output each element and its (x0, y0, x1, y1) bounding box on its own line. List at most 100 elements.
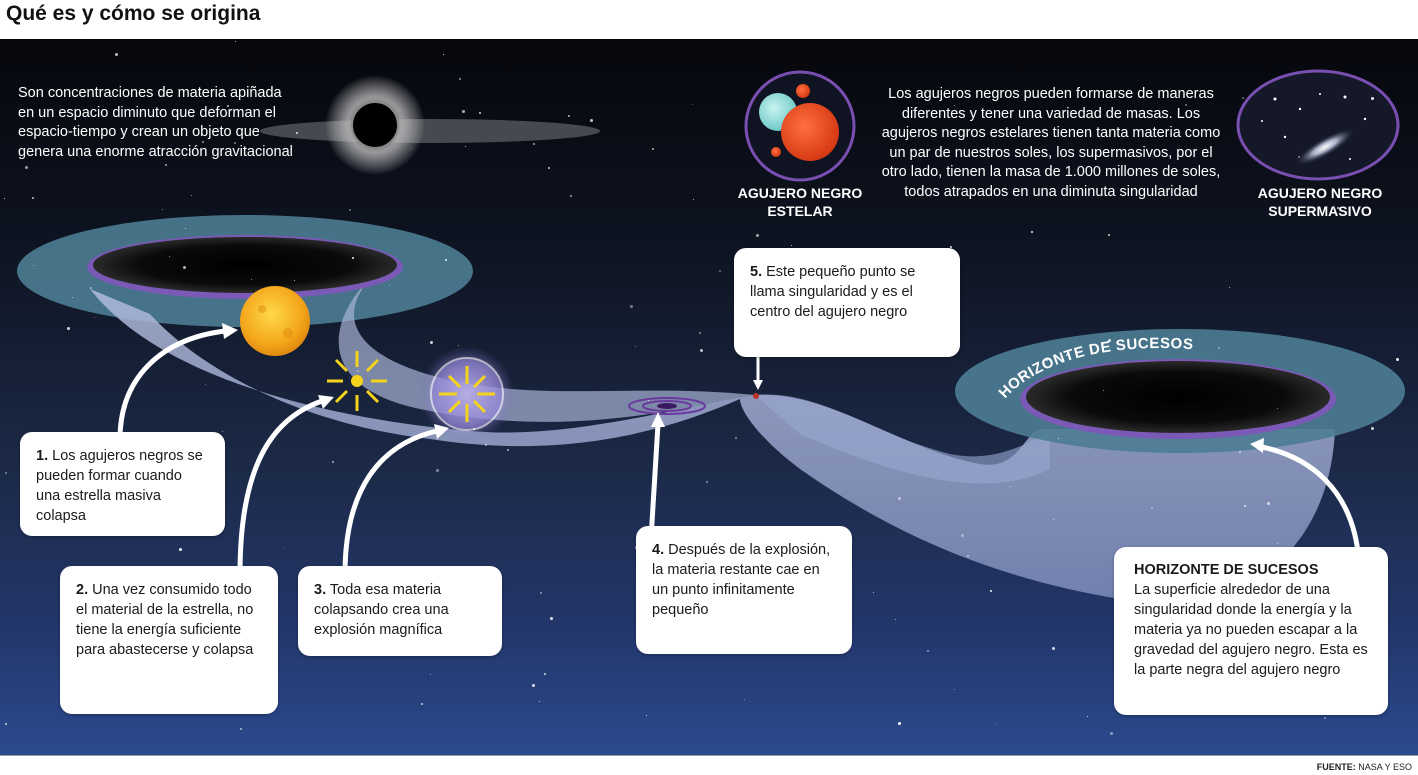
star-dot (1087, 716, 1088, 717)
arrow-step-3 (342, 428, 440, 577)
star-dot (1244, 505, 1246, 507)
intro-text: Son concentraciones de materia apiñada e… (18, 85, 293, 160)
star-dot (1185, 104, 1187, 106)
stellar-label: AGUJERO NEGRO ESTELAR (737, 185, 863, 219)
star-dot (967, 555, 969, 557)
star-dot (630, 305, 633, 308)
star-dot (570, 195, 572, 197)
star-dot (735, 437, 737, 439)
star-dot (465, 146, 466, 147)
star-dot (458, 345, 459, 346)
star-dot (1103, 390, 1104, 391)
star-dot (1031, 231, 1033, 233)
star-dot (430, 674, 431, 675)
star-dot (169, 256, 170, 257)
star-dot (284, 548, 285, 549)
star-dot (873, 592, 874, 593)
star-dot (485, 444, 487, 446)
star-dot (349, 209, 351, 211)
star-dot (332, 461, 334, 463)
star-dot (1371, 97, 1374, 100)
star-dot (222, 431, 223, 432)
step-number: 5. (750, 264, 763, 280)
star-dot (544, 673, 546, 675)
step-2-box: 2. Una vez consumido todo el material de… (60, 566, 278, 714)
star-dot (1337, 207, 1339, 209)
arrow-heads (222, 323, 1264, 453)
singularity-point (753, 393, 759, 399)
star-dot (251, 279, 252, 280)
star-dot (165, 164, 167, 166)
star-dot (94, 317, 95, 318)
star-dot (5, 472, 7, 474)
star-dot (33, 265, 34, 266)
star-dot (590, 119, 593, 122)
step-1-box: 1. Los agujeros negros se pueden formar … (20, 432, 225, 536)
explosion-arrows-icon (439, 366, 495, 422)
star-dot (1110, 732, 1113, 735)
star-dot (1010, 486, 1011, 487)
star-dot (357, 370, 359, 372)
star-dot (266, 332, 267, 333)
step-number: 4. (652, 542, 665, 558)
star-dot (162, 209, 163, 210)
star-dot (430, 341, 433, 344)
star-dot (1239, 451, 1241, 453)
star-dot (67, 327, 70, 330)
supermassive-label: AGUJERO NEGRO SUPERMASIVO (1257, 185, 1383, 219)
star-dot (1151, 507, 1153, 509)
star-dot (950, 246, 952, 248)
star-dot (898, 722, 901, 725)
star-sun-icon (240, 286, 310, 356)
star-dot (1058, 438, 1059, 439)
star-dot (32, 197, 34, 199)
star-dot (115, 53, 118, 56)
star-dot (352, 257, 354, 259)
star-dot (1043, 364, 1045, 366)
types-text: Los agujeros negros pueden formarse de m… (881, 86, 1221, 200)
star-dot (1052, 647, 1055, 650)
step-4-box: 4. Después de la explosión, la materia r… (636, 526, 852, 654)
star-dot (652, 148, 654, 150)
star-dot (1108, 339, 1111, 342)
star-dot (421, 703, 423, 705)
stellar-black-hole-icon (744, 70, 856, 182)
step-text: Este pequeño punto se llama singularidad… (750, 264, 916, 320)
star-dot (90, 287, 92, 289)
event-horizon-hole (1026, 361, 1330, 433)
star-dot (990, 590, 992, 592)
star-dot (540, 592, 542, 594)
star-dot (1371, 427, 1374, 430)
star-dot (706, 481, 708, 483)
step-text: Una vez consumido todo el material de la… (76, 582, 254, 658)
star-dot (1396, 358, 1399, 361)
star-dot (459, 78, 461, 80)
arrow-event-horizon (1259, 444, 1361, 555)
star-dot (1108, 234, 1110, 236)
star-dot (72, 297, 73, 298)
black-hole-illustration: HORIZONTE DE SUCESOS (17, 69, 1405, 605)
arrow-step-4 (648, 421, 661, 542)
star-dot (411, 148, 412, 149)
step-number: 2. (76, 582, 89, 598)
star-dot (1298, 156, 1300, 158)
star-dot (235, 41, 236, 42)
star-dot (227, 105, 229, 107)
funnel-fold-right (755, 394, 1050, 484)
star-dot (436, 469, 439, 472)
star-dot (389, 285, 390, 286)
page-title: Qué es y cómo se origina (6, 2, 261, 25)
star-dot (927, 650, 929, 652)
star-dot (995, 724, 996, 725)
accretion-flare (260, 119, 600, 143)
step-text: Después de la explosión, la materia rest… (652, 542, 831, 618)
star-dot (635, 346, 636, 347)
star-dot (1277, 408, 1278, 409)
star-dot (648, 400, 649, 401)
bottom-divider (0, 755, 1418, 756)
star-dot (1267, 502, 1270, 505)
step-text: Toda esa materia colapsando crea una exp… (314, 582, 449, 638)
star-dot (532, 684, 535, 687)
star-dot (443, 54, 444, 55)
star-dot (895, 619, 896, 620)
